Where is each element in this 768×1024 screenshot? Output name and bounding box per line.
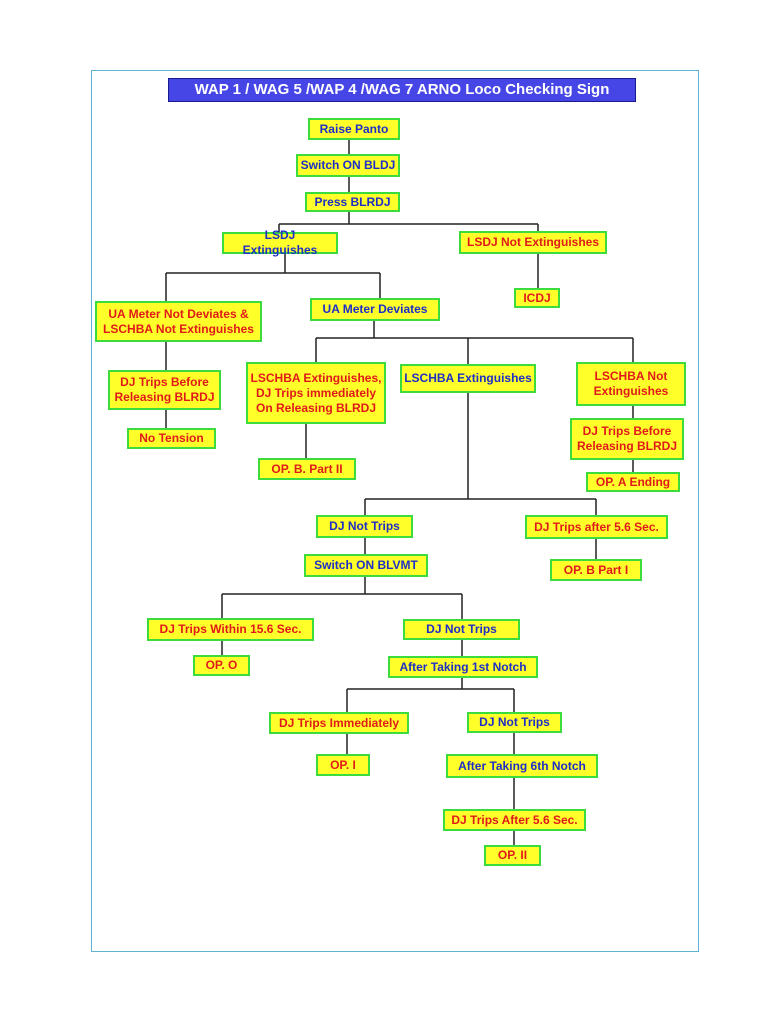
after-taking-6th-notch-box: After Taking 6th Notch [446,754,598,778]
no-tension-box: No Tension [127,428,216,449]
switch-on-blvmt-box: Switch ON BLVMT [304,554,428,577]
op-i-box: OP. I [316,754,370,776]
dj-trips-after-5-6-box-1: DJ Trips after 5.6 Sec. [525,515,668,539]
dj-trips-before-releasing-box-1: DJ Trips Before Releasing BLRDJ [108,370,221,410]
connector [221,577,463,619]
dj-not-trips-box-1: DJ Not Trips [316,515,413,538]
dj-trips-immediately-box: DJ Trips Immediately [269,712,409,734]
dj-not-trips-box-2: DJ Not Trips [403,619,520,640]
after-taking-1st-notch-box: After Taking 1st Notch [388,656,538,678]
dj-trips-before-releasing-box-2: DJ Trips Before Releasing BLRDJ [570,418,684,460]
diagram-frame [91,70,699,952]
connector [165,254,381,301]
lschba-not-extinguishes-box: LSCHBA Not Extinguishes [576,362,686,406]
dj-trips-within-15-6-box: DJ Trips Within 15.6 Sec. [147,618,314,641]
op-ii-box: OP. II [484,845,541,866]
dj-trips-after-5-6-box-2: DJ Trips After 5.6 Sec. [443,809,586,831]
connector [364,393,597,515]
connector [278,212,539,232]
lsdj-extinguishes-box: LSDJ Extinguishes [222,228,338,257]
lschba-ext-dj-trips-box: LSCHBA Extinguishes, DJ Trips immediatel… [246,362,386,424]
icdj-box: ICDJ [514,288,560,308]
lschba-extinguishes-box: LSCHBA Extinguishes [400,364,536,393]
press-blrdj-box: Press BLRDJ [305,192,400,212]
connector [315,321,634,364]
ua-meter-deviates-box: UA Meter Deviates [310,298,440,321]
op-a-ending-box: OP. A Ending [586,472,680,492]
raise-panto-box: Raise Panto [308,118,400,140]
op-o-box: OP. O [193,655,250,676]
lsdj-not-extinguishes-box: LSDJ Not Extinguishes [459,231,607,254]
diagram-title: WAP 1 / WAG 5 /WAP 4 /WAG 7 ARNO Loco Ch… [168,78,636,102]
switch-on-bldj-box: Switch ON BLDJ [296,154,400,177]
op-b-part-i-box: OP. B Part I [550,559,642,581]
dj-not-trips-box-3: DJ Not Trips [467,712,562,733]
ua-meter-not-deviates-box: UA Meter Not Deviates & LSCHBA Not Extin… [95,301,262,342]
op-b-part-ii-box: OP. B. Part II [258,458,356,480]
connector [346,678,515,712]
